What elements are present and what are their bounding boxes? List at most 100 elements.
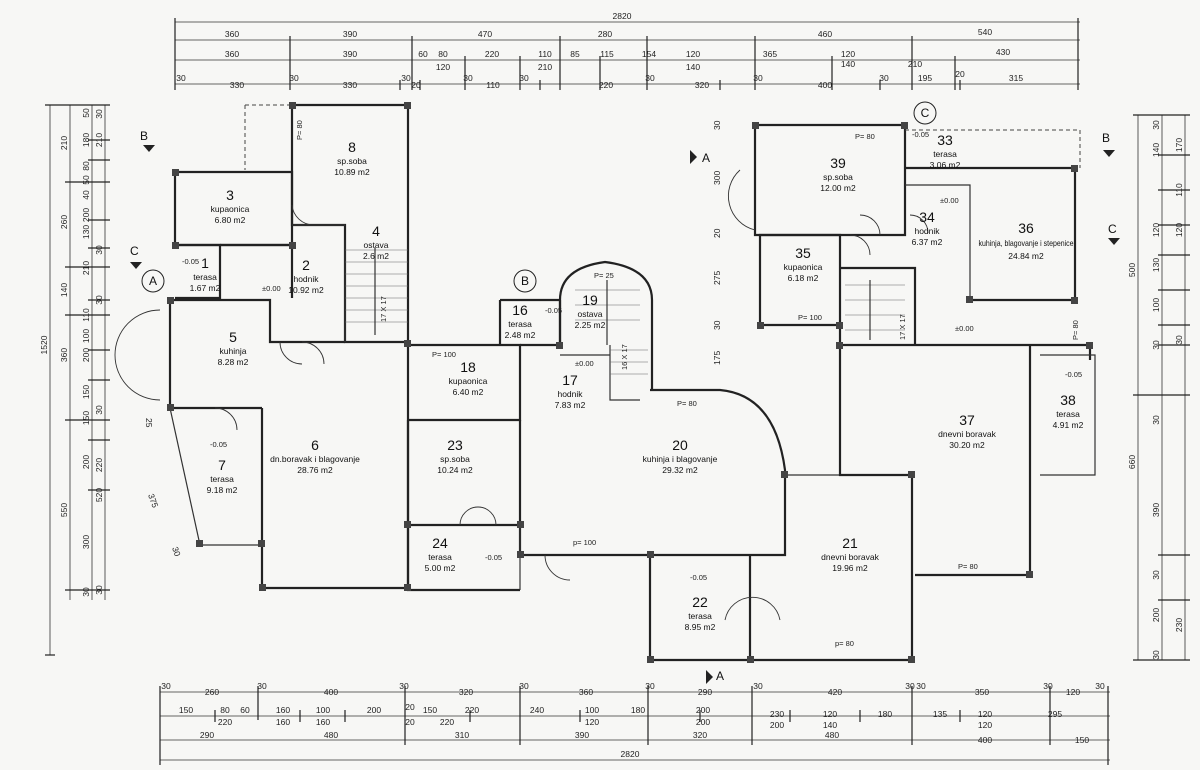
dim-top: 110 bbox=[486, 80, 500, 90]
room-area: 30.20 m2 bbox=[949, 440, 985, 450]
dim-bottom: 30 bbox=[1095, 681, 1105, 691]
room-name: terasa bbox=[428, 552, 452, 562]
room-number: 20 bbox=[672, 437, 688, 453]
dim-bottom: 30 bbox=[916, 681, 926, 691]
dim-left: 30 bbox=[81, 587, 91, 597]
level-mark: ±0.00 bbox=[940, 196, 959, 205]
section-arrow-icon bbox=[143, 145, 155, 152]
dim-bottom: 30 bbox=[519, 681, 529, 691]
level-markers: ±0.00 -0.05 -0.05 -0.05 ±0.00 -0.05 -0.0… bbox=[182, 130, 1082, 582]
room-area: 3.06 m2 bbox=[930, 160, 961, 170]
dim-left: 30 bbox=[94, 245, 104, 255]
dim-bottom: 120 bbox=[1066, 687, 1080, 697]
dim-bottom: 180 bbox=[878, 709, 892, 719]
dim-top: 390 bbox=[343, 29, 357, 39]
dim-left: 550 bbox=[59, 503, 69, 517]
window-note: P= 80 bbox=[295, 120, 304, 140]
dim-bottom: 30 bbox=[753, 681, 763, 691]
dim-bottom: 100 bbox=[316, 705, 330, 715]
window-notes: P= 80 P= 100 P= 25 P= 80 p= 100 p= 80 P=… bbox=[295, 120, 1080, 648]
room-area: 10.24 m2 bbox=[437, 465, 473, 475]
dim-left: 210 bbox=[81, 261, 91, 275]
section-arrow-icon bbox=[706, 670, 713, 684]
room-number: 18 bbox=[460, 359, 476, 375]
dim-top: 30 bbox=[463, 73, 473, 83]
dim-top: 120 bbox=[841, 49, 855, 59]
dim-top: 400 bbox=[818, 80, 832, 90]
level-mark: -0.05 bbox=[690, 573, 707, 582]
dim-bottom: 140 bbox=[823, 720, 837, 730]
room-number: 21 bbox=[842, 535, 858, 551]
inner-dim: 25 bbox=[144, 418, 154, 428]
room-number: 34 bbox=[919, 209, 935, 225]
section-arrow-icon bbox=[1103, 150, 1115, 157]
room-area: 6.80 m2 bbox=[215, 215, 246, 225]
dim-right: 30 bbox=[1151, 650, 1161, 660]
dim-total-bottom: 2820 bbox=[621, 749, 640, 759]
dim-top: 210 bbox=[908, 59, 922, 69]
dim-bottom: 200 bbox=[770, 720, 784, 730]
dim-left: 50 bbox=[81, 108, 91, 118]
section-arrow-icon bbox=[690, 150, 697, 164]
dim-bottom: 180 bbox=[631, 705, 645, 715]
room-name: terasa bbox=[508, 319, 532, 329]
dim-bottom: 220 bbox=[218, 717, 232, 727]
dim-left: 30 bbox=[94, 585, 104, 595]
dim-top: 140 bbox=[686, 62, 700, 72]
dim-bottom: 220 bbox=[440, 717, 454, 727]
level-mark: -0.05 bbox=[912, 130, 929, 139]
room-area: 6.18 m2 bbox=[788, 273, 819, 283]
dim-right: 170 bbox=[1174, 138, 1184, 152]
room-name: kupaonica bbox=[211, 204, 250, 214]
room-area: 2.6 m2 bbox=[363, 251, 389, 261]
inner-dim: 275 bbox=[712, 271, 722, 285]
dim-left: 210 bbox=[94, 133, 104, 147]
dim-top: 115 bbox=[600, 49, 614, 59]
dim-top: 210 bbox=[538, 62, 552, 72]
dim-left: 80 bbox=[81, 161, 91, 171]
stair-note: 16 X 17 bbox=[620, 344, 629, 370]
dim-top: 315 bbox=[1009, 73, 1023, 83]
dim-left-total: 1520 bbox=[39, 335, 49, 354]
dim-bottom: 150 bbox=[1075, 735, 1089, 745]
dim-bottom: 30 bbox=[1043, 681, 1053, 691]
room-area: 24.84 m2 bbox=[1008, 251, 1044, 261]
dim-bottom: 60 bbox=[240, 705, 250, 715]
dim-top: 390 bbox=[343, 49, 357, 59]
right-dimension-chains: 500 660 30 140 170 110 120 130 120 100 3… bbox=[1127, 114, 1190, 661]
dim-left: 200 bbox=[81, 208, 91, 222]
room-name: ostava bbox=[363, 240, 388, 250]
dim-bottom: 320 bbox=[693, 730, 707, 740]
room-name: terasa bbox=[193, 272, 217, 282]
dim-bottom: 400 bbox=[978, 735, 992, 745]
window-note: p= 80 bbox=[835, 639, 854, 648]
dim-left: 140 bbox=[59, 283, 69, 297]
level-mark: -0.05 bbox=[545, 306, 562, 315]
dim-top: 30 bbox=[401, 73, 411, 83]
inner-dim: 30 bbox=[170, 545, 183, 558]
dim-bottom: 310 bbox=[455, 730, 469, 740]
room-number: 8 bbox=[348, 139, 356, 155]
room-area: 8.95 m2 bbox=[685, 622, 716, 632]
section-b-left: B bbox=[140, 129, 148, 143]
dim-right: 30 bbox=[1174, 335, 1184, 345]
inner-dimensions: 300 20 275 175 30 375 25 30 30 bbox=[144, 120, 722, 558]
dim-right: 120 bbox=[1174, 223, 1184, 237]
window-note: P= 80 bbox=[1071, 320, 1080, 340]
dim-left: 150 bbox=[81, 411, 91, 425]
room-name: dn.boravak i blagovanje bbox=[270, 454, 360, 464]
section-arrow-icon bbox=[130, 262, 142, 269]
section-b-right: B bbox=[1102, 131, 1110, 145]
room-area: 7.83 m2 bbox=[555, 400, 586, 410]
dim-right: 230 bbox=[1174, 618, 1184, 632]
window-note: P= 80 bbox=[855, 132, 875, 141]
dim-left: 40 bbox=[81, 190, 91, 200]
dim-bottom: 150 bbox=[423, 705, 437, 715]
dim-top: 20 bbox=[955, 69, 965, 79]
dim-left: 150 bbox=[81, 385, 91, 399]
dim-bottom: 160 bbox=[316, 717, 330, 727]
dim-right: 390 bbox=[1151, 503, 1161, 517]
room-area: 19.96 m2 bbox=[832, 563, 868, 573]
